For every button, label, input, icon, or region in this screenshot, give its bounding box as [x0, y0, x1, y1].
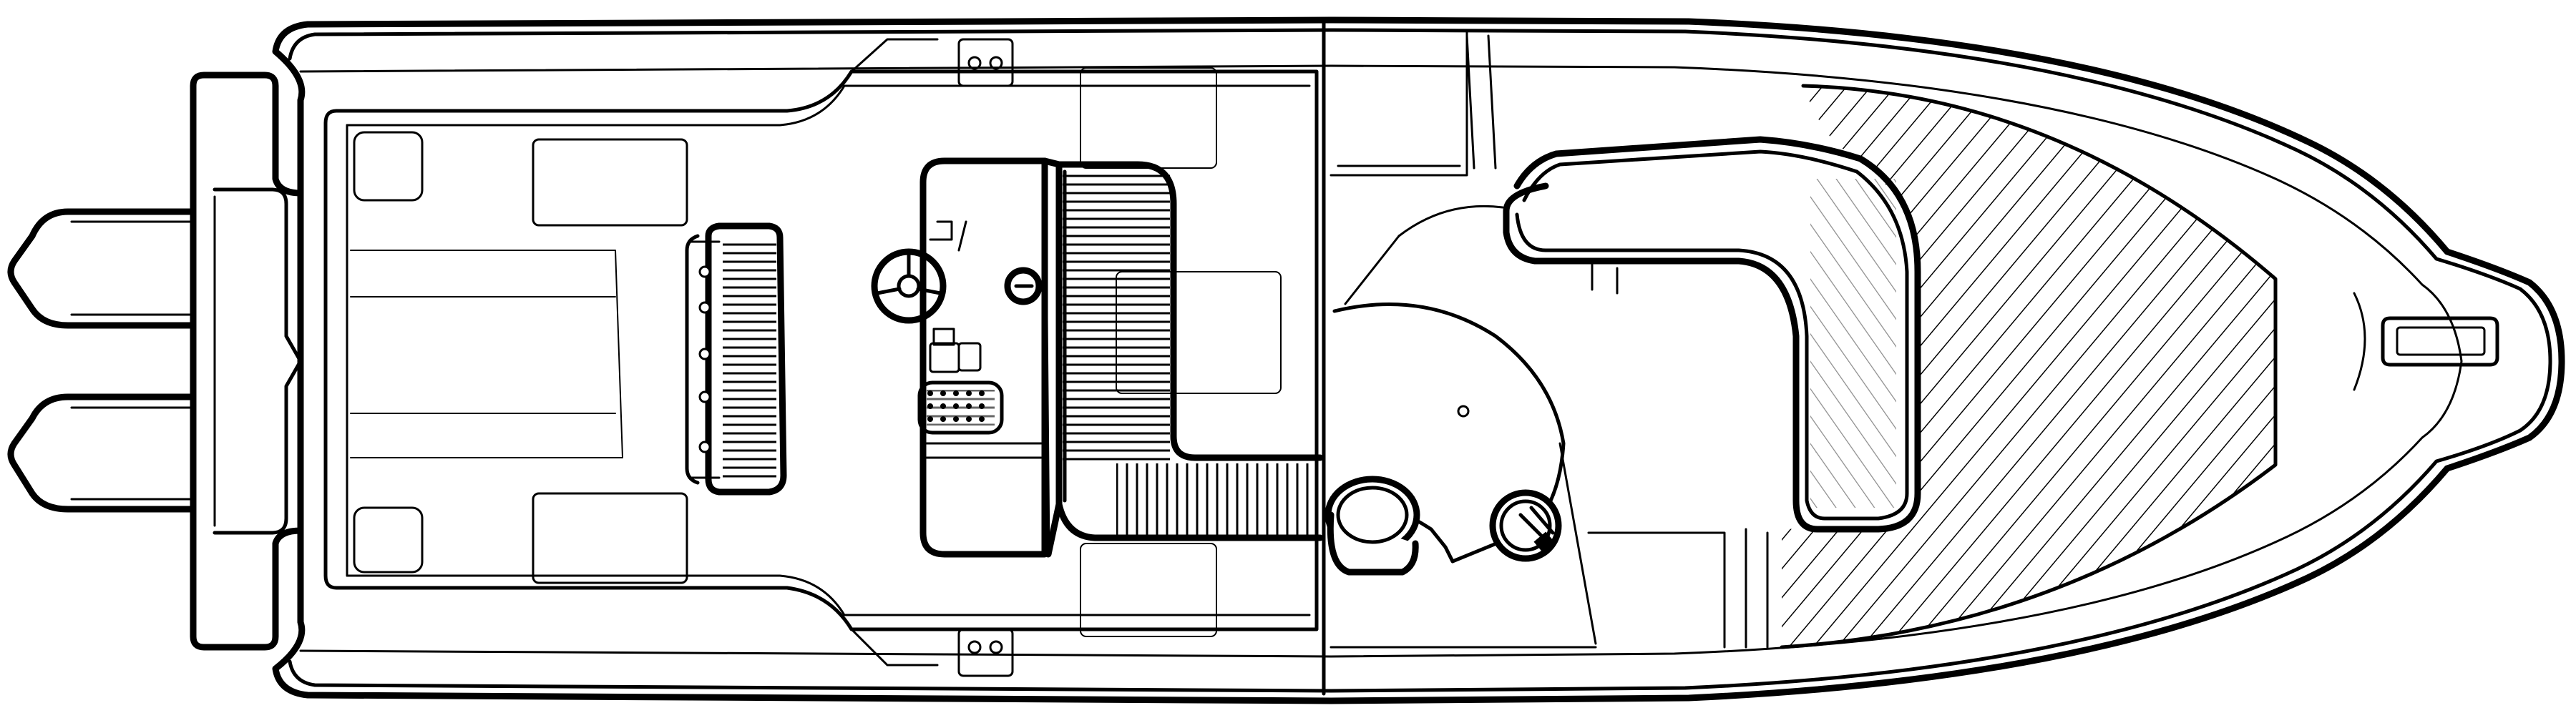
bow-anchor-hatch: [2353, 292, 2499, 391]
electronics-panel: [917, 380, 1004, 435]
aft-port-hatch: [353, 131, 424, 202]
head-compartment: [1324, 205, 1726, 649]
helm-console: [871, 157, 1050, 558]
aft-port-seat: [532, 138, 688, 227]
aft-starboard-seat: [532, 492, 688, 584]
cabin-bulkhead: [1322, 21, 1497, 696]
transom: [190, 72, 304, 651]
companion-seat: [1041, 157, 1324, 558]
cockpit-deck: [323, 38, 1319, 677]
v-berth: [1503, 84, 2278, 649]
bait-well-cooler: [685, 222, 787, 496]
fish-box-hatches: [350, 250, 623, 458]
galley-sink: [1489, 489, 1562, 562]
port-outboard-engine: [7, 208, 218, 329]
twin-outboard-engines: [7, 208, 218, 513]
toilet: [1324, 476, 1420, 576]
steering-wheel: [871, 248, 947, 324]
starboard-outboard-engine: [7, 393, 218, 513]
aft-starboard-hatch: [353, 506, 424, 574]
rod-holders: [850, 38, 1014, 677]
